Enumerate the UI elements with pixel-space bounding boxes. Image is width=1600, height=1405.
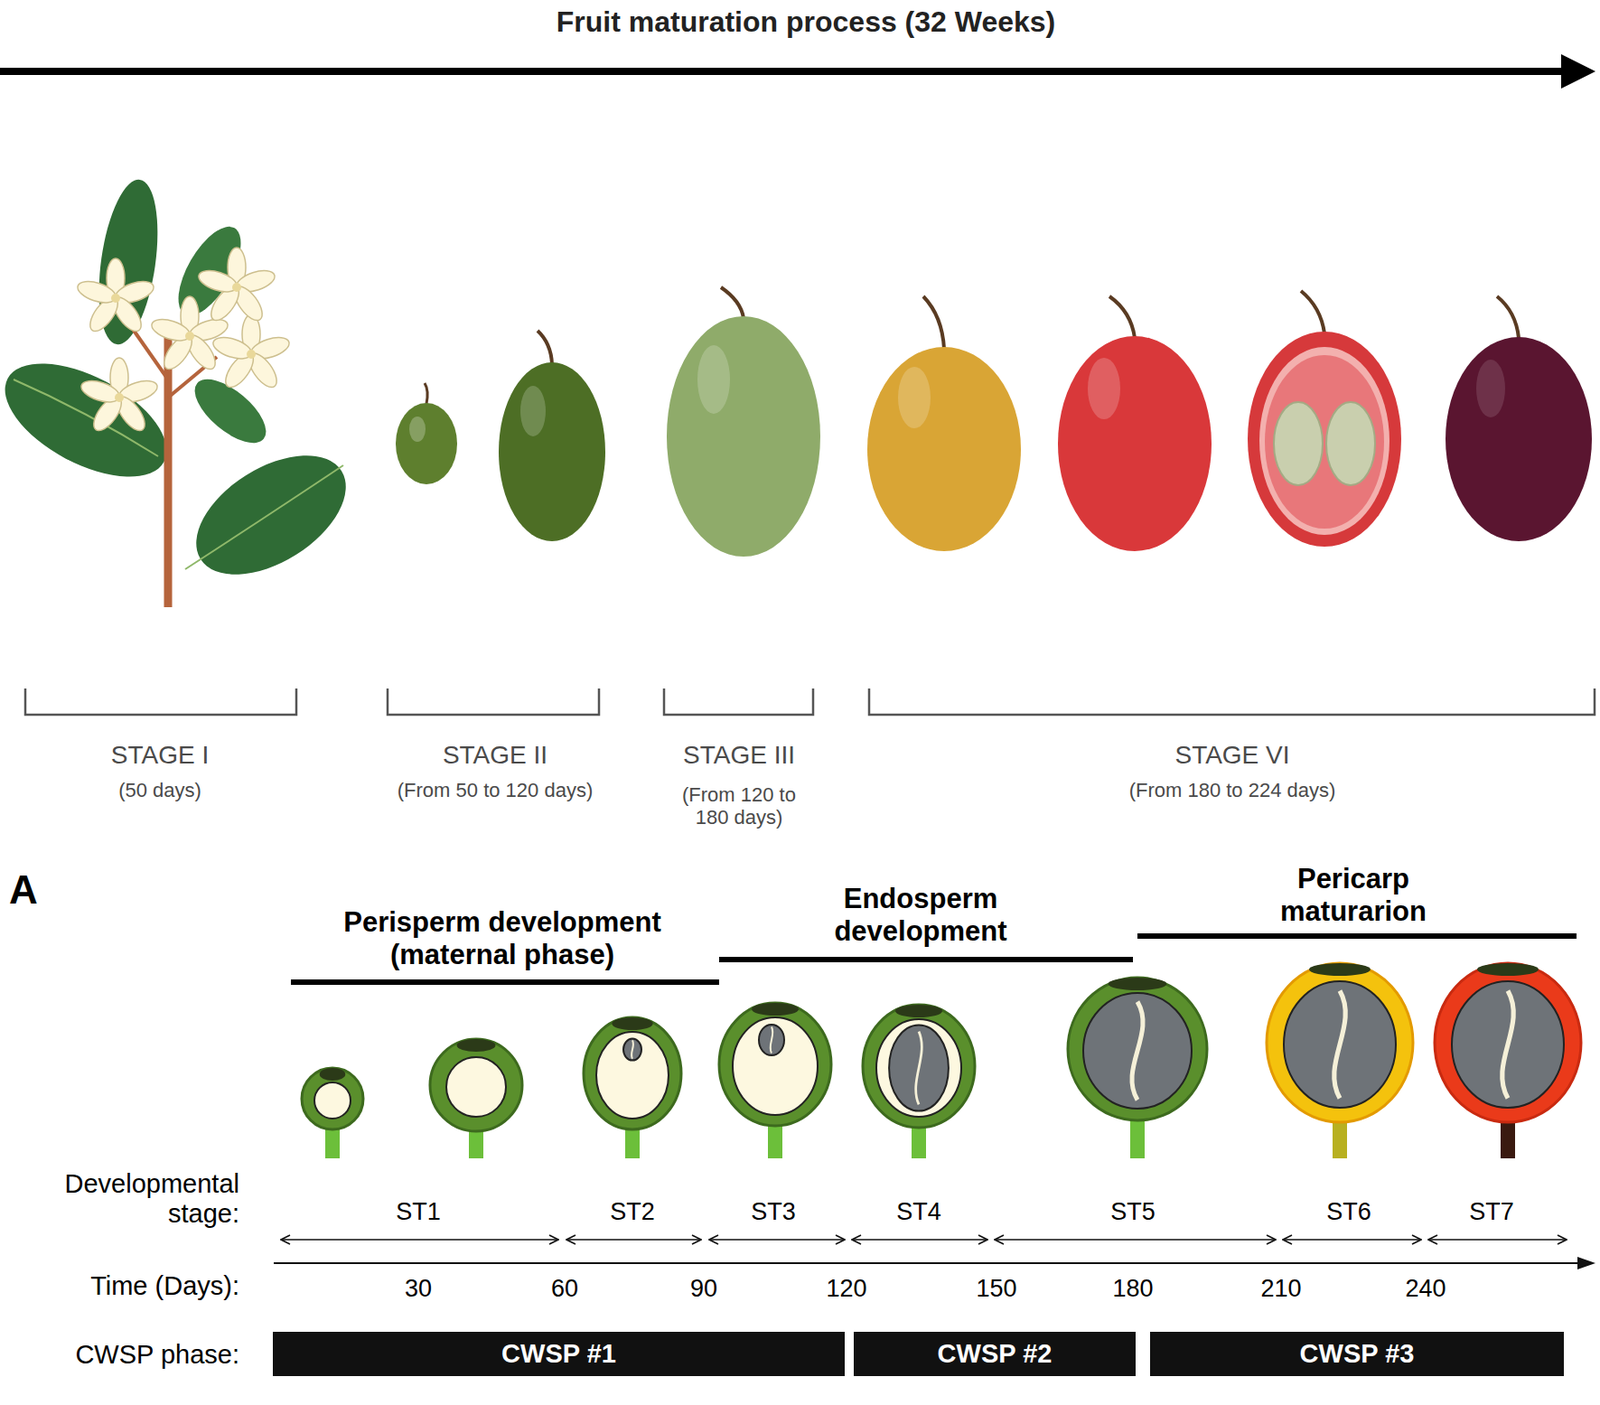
perisperm xyxy=(446,1057,506,1117)
bean xyxy=(1451,981,1564,1108)
bean-groove xyxy=(770,1027,774,1054)
fruit-sections xyxy=(301,963,1582,1159)
stage-code: ST7 xyxy=(1469,1197,1515,1226)
pericarp xyxy=(862,1004,975,1128)
tick-label: 90 xyxy=(690,1274,718,1303)
stage-range: (From 50 to 120 days) xyxy=(397,778,593,802)
phase-name: CWSP #1 xyxy=(501,1338,617,1369)
stage-code: ST3 xyxy=(750,1197,796,1226)
panel-letter: A xyxy=(9,867,38,914)
phase-label: Pericarp maturarion xyxy=(1249,862,1458,927)
fruit-cap xyxy=(895,1004,943,1018)
bean-groove xyxy=(631,1039,634,1058)
bean xyxy=(758,1024,785,1056)
diagram-title: Fruit maturation process (32 Weeks) xyxy=(556,5,1056,39)
pericarp xyxy=(1266,963,1413,1123)
fruit-series xyxy=(395,287,1592,557)
tick-label: 180 xyxy=(1112,1274,1153,1303)
time-axis xyxy=(273,1256,1596,1270)
phase-label: Perisperm development (maternal phase) xyxy=(290,906,715,971)
stage-span-arrow xyxy=(280,1238,1567,1241)
bean-groove xyxy=(916,1031,923,1105)
stage-code: ST2 xyxy=(609,1197,655,1226)
bean xyxy=(1283,981,1396,1108)
bean xyxy=(1083,992,1192,1109)
pericarp xyxy=(583,1017,682,1130)
phase-name: CWSP #2 xyxy=(937,1338,1053,1369)
bean xyxy=(623,1038,642,1061)
phase-bar: CWSP #2 xyxy=(853,1331,1136,1376)
stage-range: (From 180 to 224 days) xyxy=(1129,778,1337,802)
pericarp xyxy=(1434,963,1582,1123)
fruit-cap xyxy=(457,1038,496,1052)
pericarp xyxy=(1067,977,1208,1121)
stage-code: ST4 xyxy=(896,1197,942,1226)
fruit-cap xyxy=(319,1067,347,1081)
tick-label: 30 xyxy=(404,1274,432,1303)
stage-name: STAGE I xyxy=(111,740,209,770)
stage-code: ST6 xyxy=(1326,1197,1372,1226)
tick-label: 60 xyxy=(551,1274,579,1303)
tick-label: 150 xyxy=(975,1274,1017,1303)
stage-name: STAGE III xyxy=(683,740,796,770)
fruit-cap xyxy=(1108,977,1168,991)
stage-name: STAGE II xyxy=(442,740,548,770)
tick-label: 120 xyxy=(825,1274,867,1303)
fruit-cap xyxy=(1309,963,1371,976)
pericarp xyxy=(430,1038,523,1132)
stage-name: STAGE VI xyxy=(1174,740,1290,770)
fruit-cap xyxy=(751,1002,799,1016)
bean-groove xyxy=(1132,1001,1143,1101)
bean-groove xyxy=(1334,991,1347,1099)
perisperm xyxy=(314,1082,351,1119)
perisperm xyxy=(876,1019,962,1117)
bean xyxy=(888,1024,949,1111)
phase-bar: CWSP #3 xyxy=(1150,1331,1564,1376)
flower-branch xyxy=(0,176,367,608)
tick-label: 240 xyxy=(1404,1274,1446,1303)
fruit-cap xyxy=(611,1017,653,1030)
stage-range: (50 days) xyxy=(118,778,202,802)
stage-code: ST1 xyxy=(395,1197,441,1226)
perisperm xyxy=(732,1017,818,1115)
pericarp xyxy=(301,1067,364,1130)
phase-label: Endosperm development xyxy=(785,882,1057,947)
axis-title: CWSP phase: xyxy=(74,1339,240,1370)
phase-bar: CWSP #1 xyxy=(272,1331,845,1376)
tick-label: 210 xyxy=(1260,1274,1301,1303)
axis-title: Time (Days): xyxy=(90,1271,240,1301)
fruit-cap xyxy=(1477,963,1539,976)
axis-title: Developmental stage: xyxy=(0,1169,240,1230)
bean-groove xyxy=(1502,991,1515,1099)
phase-name: CWSP #3 xyxy=(1300,1338,1415,1369)
stage-bracket xyxy=(25,688,1595,715)
stage-code: ST5 xyxy=(1110,1197,1156,1226)
timeline-arrow xyxy=(0,54,1596,89)
perisperm xyxy=(596,1031,669,1119)
stage-range: (From 120 to 180 days) xyxy=(682,783,796,830)
pericarp xyxy=(719,1002,832,1126)
